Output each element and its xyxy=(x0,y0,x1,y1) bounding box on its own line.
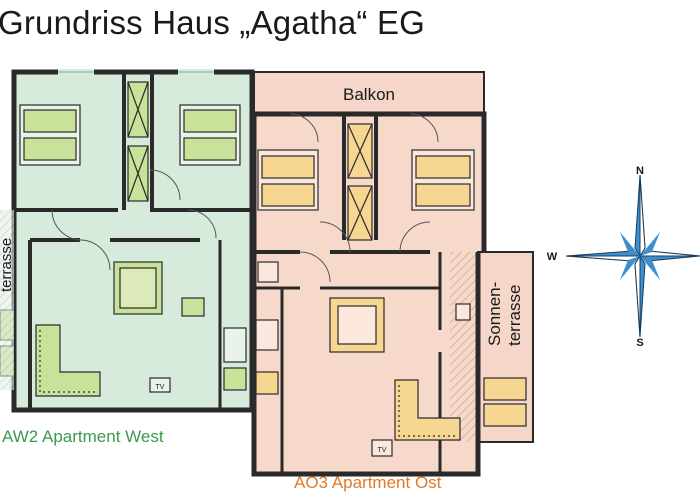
page-title: Grundriss Haus „Agatha“ EG xyxy=(0,4,426,41)
compass-north: N xyxy=(636,165,644,177)
sonnenterrasse-label-line2: terrasse xyxy=(505,285,524,346)
balkon-label: Balkon xyxy=(343,85,395,104)
west-beds xyxy=(19,104,241,166)
compass-south: S xyxy=(636,337,643,349)
tv-label-west: TV xyxy=(156,384,165,391)
compass-west: W xyxy=(547,251,558,263)
apartment-west-label: AW2 Apartment West xyxy=(2,427,164,446)
apartment-ost-label: AO3 Apartment Ost xyxy=(294,473,442,492)
balkon xyxy=(253,71,485,115)
tv-label-ost: TV xyxy=(378,447,387,454)
sonnenterrasse-label-line1: Sonnen- xyxy=(485,282,504,346)
ost-beds xyxy=(257,149,475,211)
apartment-west xyxy=(0,69,255,413)
terrasse-west-label: terrasse xyxy=(0,238,15,292)
compass-rose-icon xyxy=(565,174,700,338)
apartment-ost xyxy=(251,71,534,477)
ost-living-floor xyxy=(254,252,478,474)
